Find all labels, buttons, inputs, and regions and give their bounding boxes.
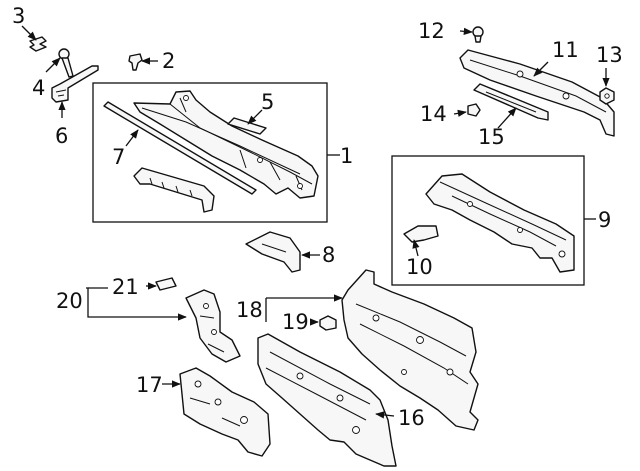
- bracket-part-5: [227, 117, 267, 135]
- cowl-panel-part-1: [133, 90, 319, 199]
- callout-14: 14: [420, 102, 447, 126]
- callout-7: 7: [112, 145, 125, 169]
- nut-part-13: [599, 87, 615, 105]
- cowl-assembly-group-frame: [92, 82, 328, 223]
- bracket-part-10: [403, 225, 439, 243]
- callout-3: 3: [12, 4, 25, 28]
- callout-15: 15: [478, 125, 505, 149]
- callout-20: 20: [56, 289, 83, 313]
- callout-1: 1: [340, 144, 353, 168]
- callout-21: 21: [112, 275, 139, 299]
- bolt-part-12: [472, 26, 484, 43]
- cowl-panel-part-9: [425, 173, 575, 273]
- bracket-part-6: [51, 65, 99, 103]
- bolt-part-4: [58, 48, 74, 78]
- callout-4: 4: [32, 76, 45, 100]
- callout-labels: 3 4 6 2 5 7 1 12 11 13 14 15 9 10 8 21 2…: [12, 4, 623, 430]
- bracket-part-8: [245, 231, 301, 273]
- callout-13: 13: [596, 43, 623, 67]
- callout-6: 6: [55, 124, 68, 148]
- clip-part-3: [29, 36, 47, 52]
- callout-19: 19: [282, 310, 309, 334]
- callout-16: 16: [398, 406, 425, 430]
- bracket-part-20: [185, 289, 241, 363]
- callout-10: 10: [406, 255, 433, 279]
- callout-11: 11: [552, 38, 579, 62]
- pad-part-21: [155, 277, 177, 291]
- clip-part-19: [319, 315, 337, 331]
- dash-panel-part-18: [341, 269, 479, 431]
- callout-17: 17: [136, 373, 163, 397]
- callout-5: 5: [261, 90, 274, 114]
- callout-2: 2: [162, 49, 175, 73]
- seal-part-7: [103, 101, 257, 195]
- callout-8: 8: [322, 243, 335, 267]
- insulator-part-17: [179, 367, 271, 457]
- cowl-reinforcement: [133, 167, 215, 213]
- leader-lines: [21, 25, 610, 419]
- callout-12: 12: [418, 19, 445, 43]
- callout-9: 9: [598, 208, 611, 232]
- clip-part-2: [128, 53, 143, 71]
- callout-18: 18: [236, 298, 263, 322]
- cowl-member-part-11: [459, 49, 615, 137]
- grommet-part-14: [467, 103, 481, 117]
- cowl-top-panel-group-frame: [391, 155, 585, 286]
- dash-panel-part-16: [257, 333, 397, 467]
- brace-part-15: [473, 83, 549, 121]
